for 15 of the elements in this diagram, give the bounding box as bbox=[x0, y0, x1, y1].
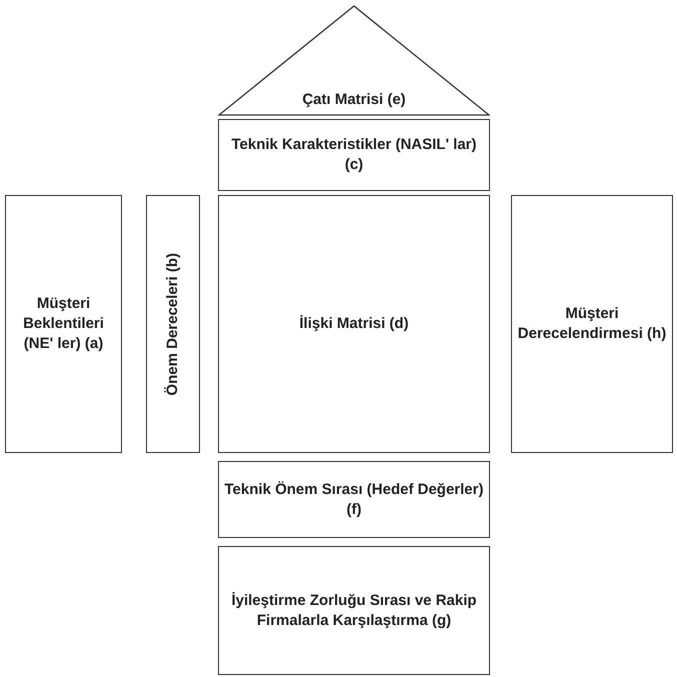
section-label: Önem Dereceleri (b) bbox=[163, 252, 182, 398]
matrix-box bbox=[218, 461, 490, 538]
matrix-box bbox=[218, 119, 490, 191]
section-label: Çatı Matrisi (e) bbox=[301, 90, 407, 110]
section-label: Müşteri Derecelendirmesi (h) bbox=[516, 304, 668, 344]
matrix-box bbox=[511, 195, 673, 453]
section-label: Müşteri Beklentileri (NE' ler) (a) bbox=[22, 294, 105, 354]
section-label: Teknik Önem Sırası (Hedef Değerler) (f) bbox=[224, 480, 484, 520]
section-label: Teknik Karakteristikler (NASIL' lar) (c) bbox=[230, 135, 478, 175]
matrix-box bbox=[218, 195, 490, 453]
matrix-box bbox=[218, 546, 490, 675]
matrix-box bbox=[146, 195, 200, 453]
matrix-box bbox=[5, 195, 122, 453]
section-label: İyileştirme Zorluğu Sırası ve Rakip Firmalarla Karşılaştırma (g) bbox=[230, 590, 478, 630]
section-label: İlişki Matrisi (d) bbox=[298, 314, 410, 334]
